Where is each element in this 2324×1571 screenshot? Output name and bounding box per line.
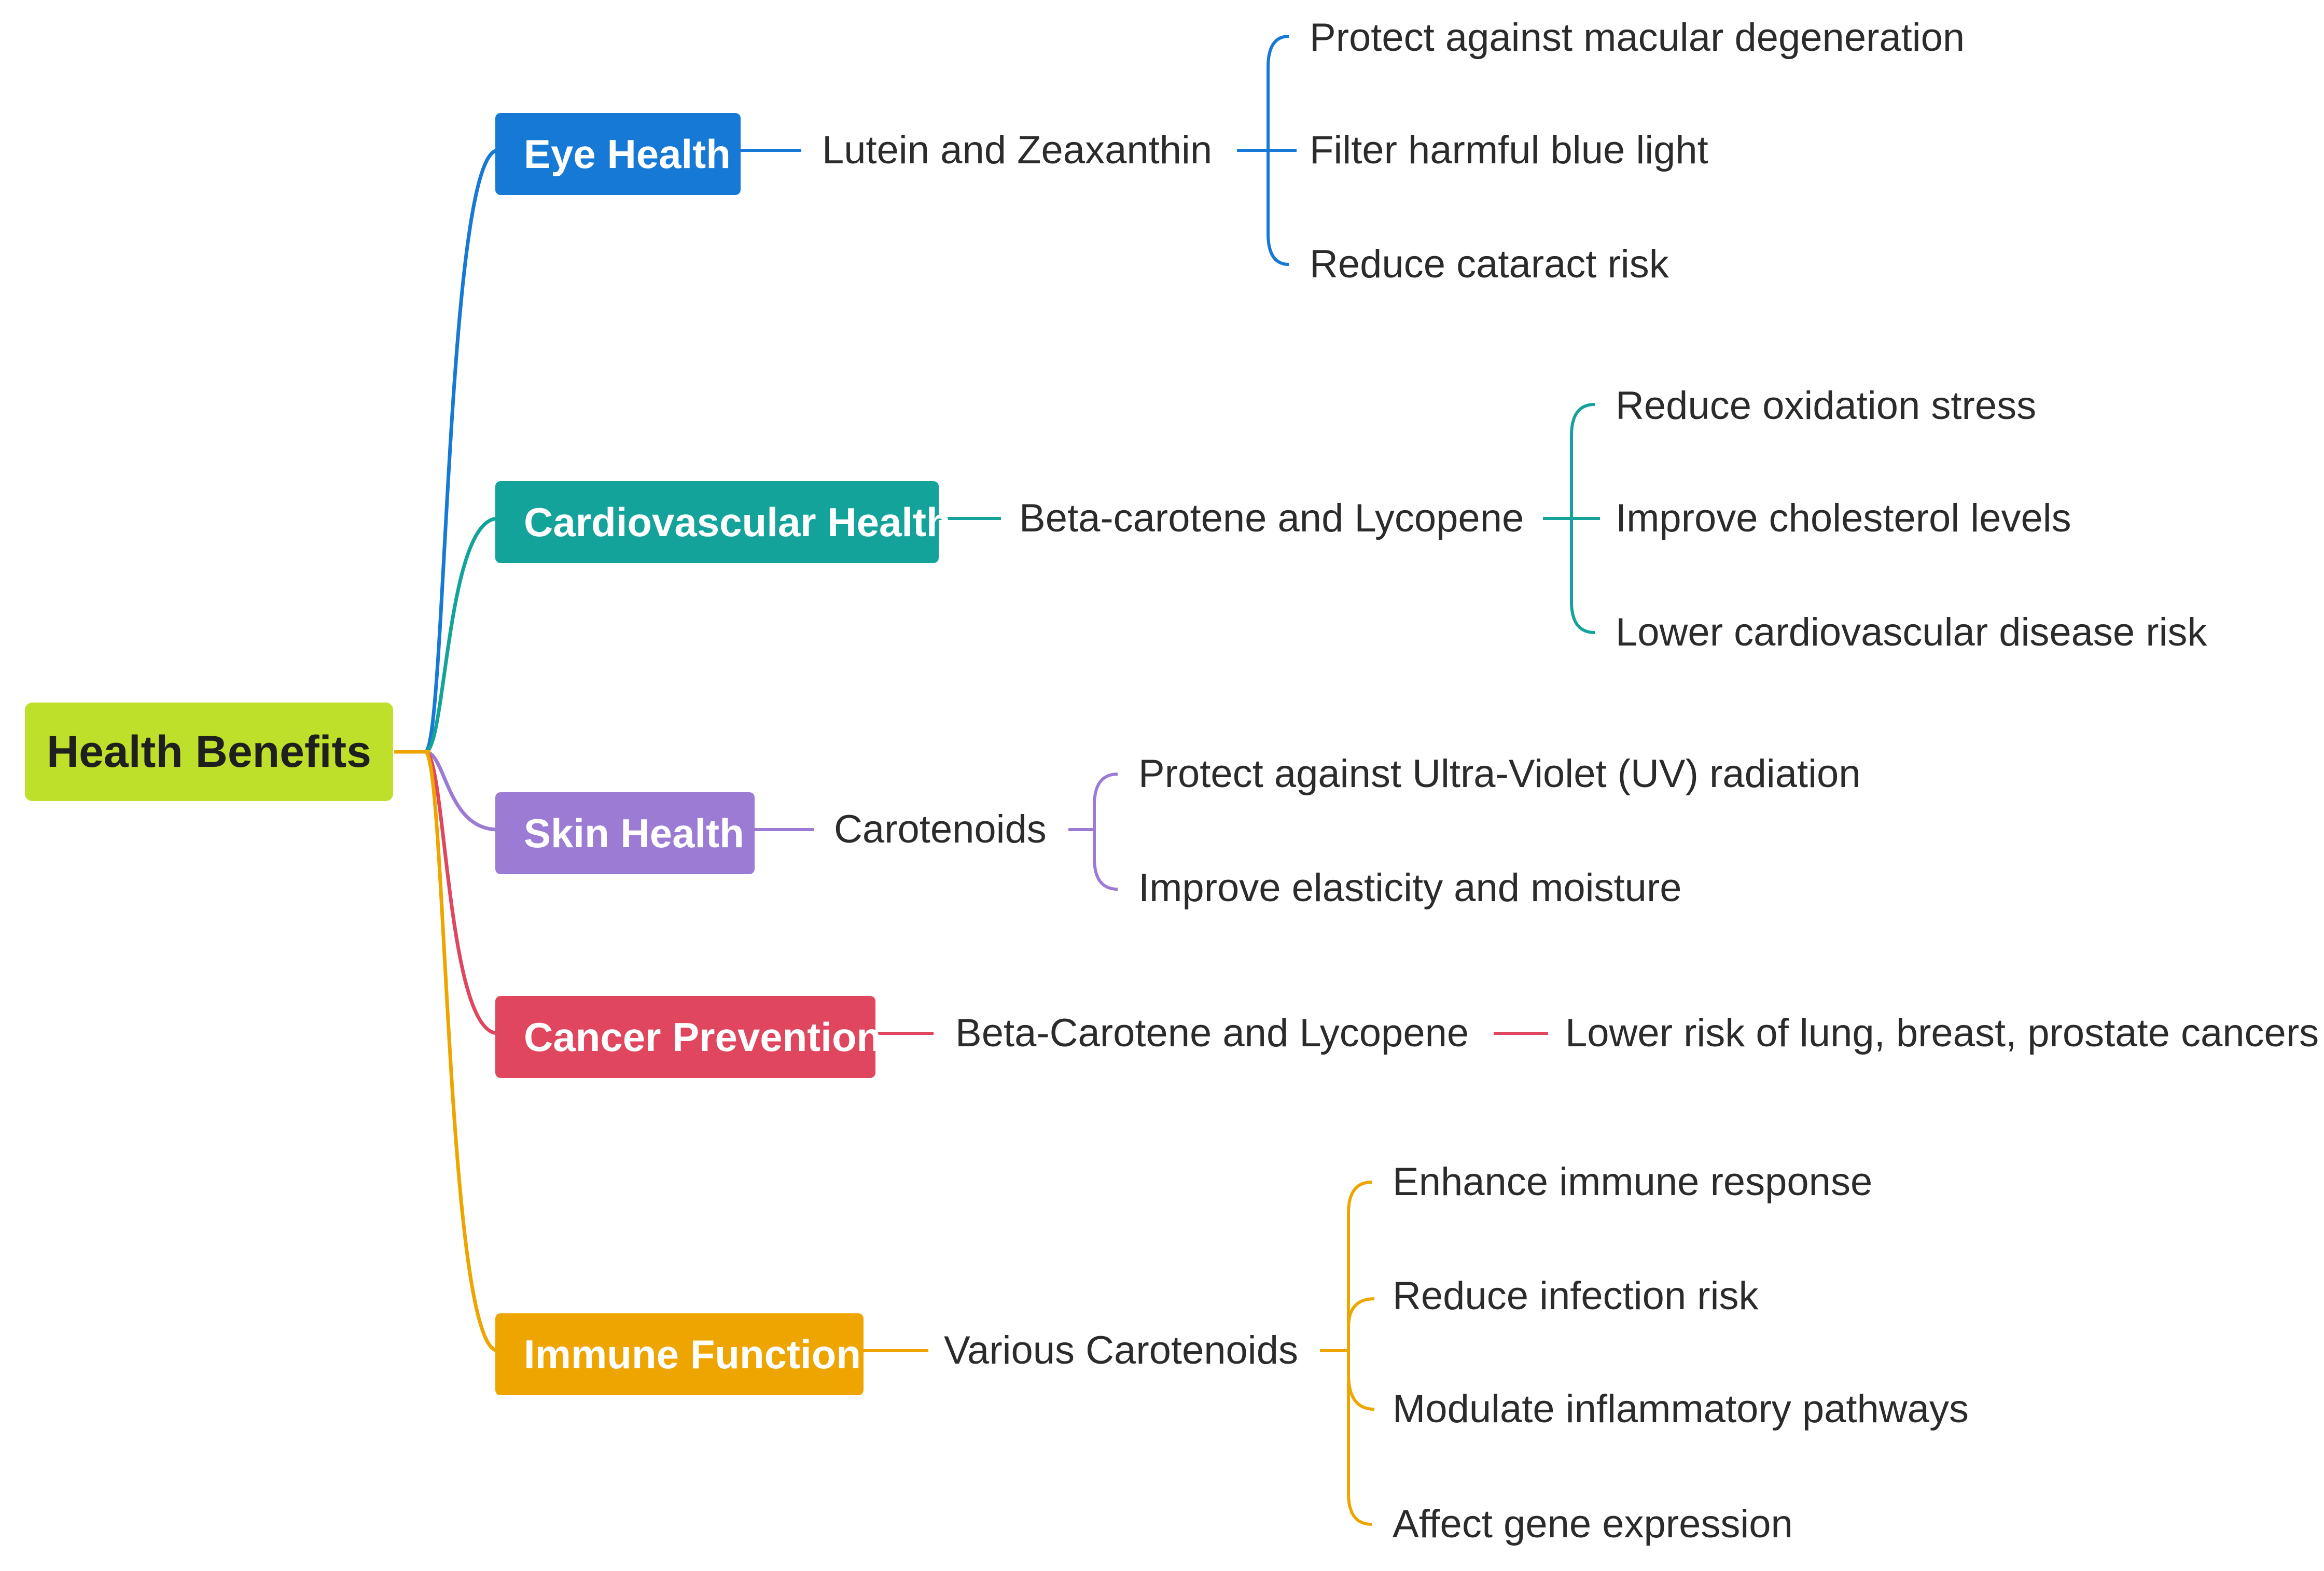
compound-skin-health: Carotenoids: [834, 807, 1047, 851]
category-cancer-prevention[interactable]: Cancer Prevention: [495, 996, 881, 1078]
benefit-item: Improve elasticity and moisture: [1138, 866, 1682, 910]
benefit-item: Lower cardiovascular disease risk: [1616, 610, 2207, 654]
category-skin-health[interactable]: Skin Health: [495, 792, 755, 874]
bracket-immune-function: [1347, 1181, 1372, 1526]
compound-cancer-prevention: Beta-Carotene and Lycopene: [955, 1011, 1469, 1055]
benefit-item: Improve cholesterol levels: [1616, 496, 2071, 540]
connector-eye-health: [394, 148, 498, 754]
compound-eye-health: Lutein and Zeaxanthin: [822, 128, 1213, 172]
connector-cardiovascular-health: [394, 516, 498, 754]
category-cardiovascular-health[interactable]: Cardiovascular Health: [495, 481, 951, 563]
compound-cardiovascular-health: Beta-carotene and Lycopene: [1019, 496, 1524, 540]
category-immune-function[interactable]: Immune Function: [495, 1313, 864, 1395]
bracket-skin-health: [1093, 773, 1118, 891]
benefit-item: Protect against macular degeneration: [1310, 16, 1965, 60]
category-eye-health[interactable]: Eye Health: [495, 113, 741, 195]
root-node[interactable]: Health Benefits: [25, 703, 393, 801]
benefit-item: Reduce cataract risk: [1310, 242, 1669, 286]
benefit-item: Affect gene expression: [1393, 1502, 1793, 1546]
benefit-item: Filter harmful blue light: [1310, 128, 1708, 172]
benefit-item: Enhance immune response: [1393, 1160, 1873, 1204]
connector-skin-health: [394, 750, 498, 832]
benefit-item: Protect against Ultra-Violet (UV) radiat…: [1138, 752, 1861, 796]
connector-immune-function: [394, 750, 498, 1353]
benefit-item: Reduce infection risk: [1393, 1274, 1759, 1318]
benefit-item: Reduce oxidation stress: [1616, 384, 2037, 428]
compound-immune-function: Various Carotenoids: [944, 1328, 1298, 1372]
benefit-item: Lower risk of lung, breast, prostate can…: [1565, 1011, 2319, 1055]
benefit-item: Modulate inflammatory pathways: [1393, 1387, 1969, 1431]
connector-cancer-prevention: [394, 750, 498, 1035]
